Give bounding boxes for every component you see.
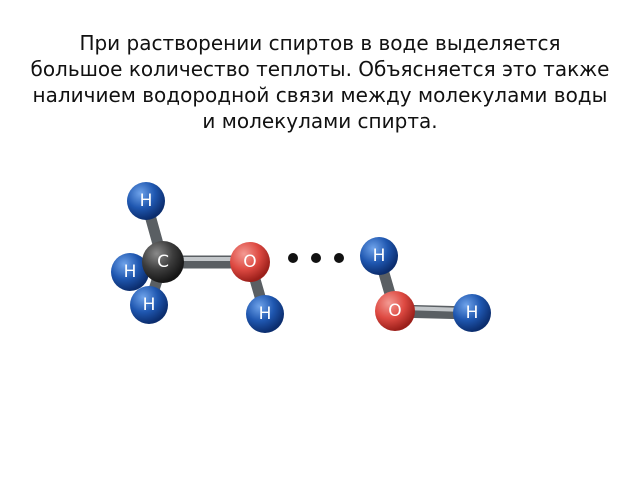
caption-line-2: большое количество теплоты. Объясняется …: [30, 57, 610, 81]
carbon-atom: [142, 241, 184, 283]
caption-line-1: При растворении спиртов в воде выделяетс…: [79, 31, 561, 55]
bond-dot: [334, 253, 344, 263]
hydrogen-label-hydroxyl: H: [259, 304, 272, 324]
hydrogen-label-left: H: [124, 262, 137, 282]
hydrogen-label-top: H: [140, 191, 153, 211]
alcohol-molecule: H H H C O H: [111, 182, 284, 333]
oxygen-atom-water: [375, 291, 415, 331]
hydrogen-atom-left: [111, 253, 149, 291]
hydrogen-atom-hydroxyl: [246, 295, 284, 333]
hydrogen-atom-bottom: [130, 286, 168, 324]
caption-line-4: и молекулами спирта.: [202, 109, 438, 133]
oxygen-label-water: O: [388, 301, 401, 321]
hydrogen-atom-water-right: [453, 294, 491, 332]
hydrogen-bond-dots: [288, 253, 344, 263]
hydrogen-label-bottom: H: [143, 295, 156, 315]
hydrogen-label-water-top: H: [373, 246, 386, 266]
carbon-label: C: [157, 252, 169, 272]
caption-text: При растворении спиртов в воде выделяетс…: [0, 30, 640, 134]
hydrogen-label-water-right: H: [466, 303, 479, 323]
oxygen-label-alcohol: O: [243, 252, 256, 272]
hydrogen-atom-water-top: [360, 237, 398, 275]
bond-dot: [288, 253, 298, 263]
oxygen-atom-alcohol: [230, 242, 270, 282]
bond-dot: [311, 253, 321, 263]
caption-line-3: наличием водородной связи между молекула…: [32, 83, 608, 107]
hydrogen-atom-top: [127, 182, 165, 220]
water-molecule: H O H: [360, 237, 491, 332]
